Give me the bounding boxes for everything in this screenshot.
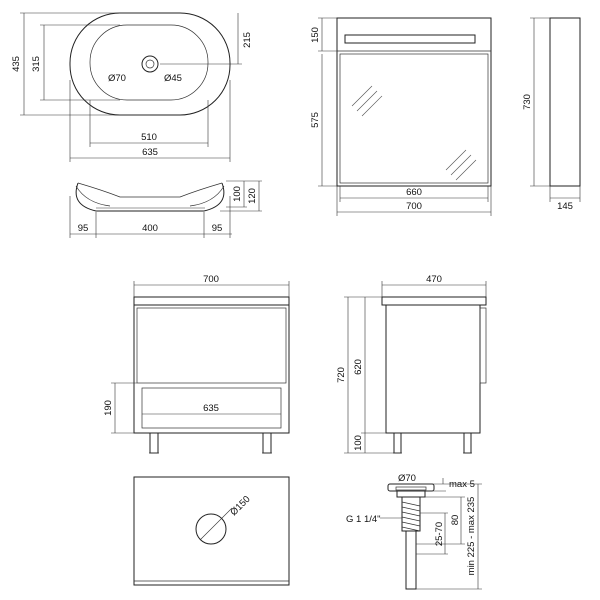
cabinet-niche-width-label: 635 [203,403,219,414]
cabinet-niche [141,387,282,429]
cabinet-leg-right [262,432,272,454]
cabinet-niche-height-label: 190 [103,400,114,416]
basin-height-label: 435 [11,56,22,72]
countertop-hole-label: Ø150 [228,494,252,518]
basin-inner-bowl [89,24,209,101]
basin-width-label: 635 [142,147,158,158]
side-height-120-label: 120 [247,188,258,204]
tap-hole [141,55,159,73]
mirror-glass-height-label: 575 [310,112,321,128]
countertop-outline [133,476,290,586]
mirror-shelf-label: 150 [310,27,321,43]
siphon-collar [396,490,426,498]
basin-side-view: 100 120 95 400 95 [69,180,262,238]
cabinet-drawer [136,307,287,384]
basin-inner-width-label: 510 [141,132,157,143]
basin-inner-height-label: 315 [31,56,42,72]
foot-right-label: 95 [212,223,223,234]
drain-hole [145,59,155,69]
mirror-light-bar [344,34,476,44]
cabinet-countertop [133,296,290,306]
countertop-hole [195,513,227,545]
cabinet-side-view: 470 720 620 100 [336,274,487,454]
foot-span-label: 400 [142,223,158,234]
cabinet-leg-left [149,432,159,454]
countertop-top-view: Ø150 [133,476,290,586]
cabinet-side-top [381,296,487,306]
mirror-total-height-label: 730 [522,94,533,110]
drain-hole-label: Ø45 [164,73,182,84]
cabinet-side-body [385,304,481,434]
siphon-pipe [405,530,417,590]
siphon-25-70-label: 25-70 [434,522,445,546]
siphon-range-label: min 225 - max 235 [466,497,477,576]
basin-side-shell [75,182,225,212]
cabinet-body-height-label: 620 [353,359,364,375]
mirror-glass-width-label: 660 [406,187,422,198]
siphon-thread-label: G 1 1/4" [346,514,381,525]
siphon-drawing: Ø70 max 5 G 1 1/4" 80 25-70 min 225 - ma… [346,473,482,590]
basin-top-view: Ø70 Ø45 435 315 215 510 635 [11,12,253,162]
cabinet-depth-label: 470 [426,274,442,285]
mirror-side-view: 730 145 [522,17,581,212]
cabinet-body [133,304,290,434]
siphon-top-label: Ø70 [398,473,416,484]
cabinet-total-height-label: 720 [336,367,347,383]
mirror-frame [336,17,492,187]
siphon-max-label: max 5 [449,479,475,490]
mirror-total-width-label: 700 [406,201,422,212]
cabinet-width-label: 700 [203,274,219,285]
cabinet-front-view: 700 635 190 [103,274,290,454]
cabinet-side-leg-left [393,432,402,454]
siphon-80-label: 80 [450,515,461,526]
side-height-100-label: 100 [232,186,243,202]
tap-offset-label: 215 [242,32,253,48]
cabinet-legs-height-label: 100 [353,435,364,451]
mirror-side-body [549,17,581,187]
tap-hole-label: Ø70 [108,73,126,84]
mirror-front-view: 150 575 660 700 [310,17,492,216]
cabinet-side-leg-right [463,432,472,454]
mirror-depth-label: 145 [557,201,573,212]
foot-left-label: 95 [78,223,89,234]
